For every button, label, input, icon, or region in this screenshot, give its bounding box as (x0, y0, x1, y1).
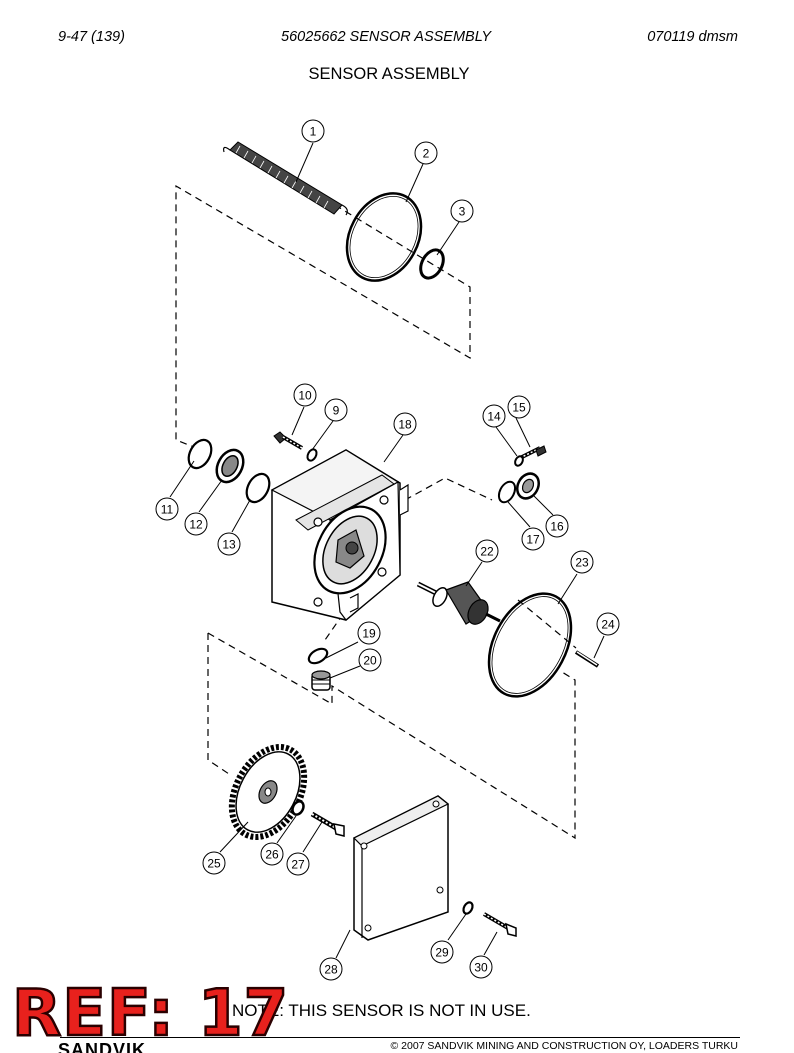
page-title: SENSOR ASSEMBLY (308, 65, 470, 83)
callout-28: 28 (319, 957, 343, 981)
callout-27: 27 (286, 852, 310, 876)
bearing-part (215, 448, 245, 484)
gear-part (228, 744, 308, 840)
sensor-housing (270, 449, 409, 621)
callout-13: 13 (217, 532, 241, 556)
svg-text:23: 23 (575, 556, 589, 570)
callout-14: 14 (482, 404, 506, 428)
svg-text:11: 11 (161, 503, 174, 517)
part-title: 56025662 SENSOR ASSEMBLY (281, 29, 492, 45)
svg-text:13: 13 (222, 538, 236, 552)
callout-3: 3 (450, 199, 474, 223)
washer-small-right (514, 455, 524, 467)
footer-divider (60, 1037, 740, 1038)
svg-text:26: 26 (265, 848, 279, 862)
svg-text:25: 25 (207, 857, 221, 871)
callout-10: 10 (293, 383, 317, 407)
svg-text:24: 24 (601, 618, 615, 632)
svg-text:28: 28 (324, 963, 338, 977)
svg-text:17: 17 (526, 533, 540, 547)
svg-text:22: 22 (480, 545, 494, 559)
screw-small-right (519, 445, 547, 460)
svg-text:10: 10 (298, 389, 312, 403)
svg-text:27: 27 (291, 858, 305, 872)
svg-text:14: 14 (487, 410, 501, 424)
callout-30: 30 (469, 955, 493, 979)
callout-1: 1 (301, 119, 325, 143)
callout-22: 22 (475, 539, 499, 563)
callout-15: 15 (507, 395, 531, 419)
screw-small (273, 431, 304, 450)
callout-18: 18 (393, 412, 417, 436)
svg-text:1: 1 (310, 125, 317, 139)
copyright-text: © 2007 SANDVIK MINING AND CONSTRUCTION O… (390, 1040, 738, 1052)
callout-23: 23 (570, 550, 594, 574)
svg-text:19: 19 (362, 627, 376, 641)
leader-lines (169, 142, 605, 959)
plug-part (311, 670, 331, 691)
svg-text:2: 2 (423, 147, 430, 161)
svg-text:15: 15 (512, 401, 526, 415)
svg-text:12: 12 (189, 518, 203, 532)
svg-text:18: 18 (398, 418, 412, 432)
callout-12: 12 (184, 512, 208, 536)
o-ring-large (345, 192, 423, 282)
screw-gear (310, 811, 345, 837)
cover-plate (352, 795, 450, 941)
seal-ring (307, 647, 329, 665)
washer-small (306, 448, 318, 462)
callout-26: 26 (260, 842, 284, 866)
bushing-part (516, 472, 540, 500)
svg-text:30: 30 (474, 961, 488, 975)
svg-text:3: 3 (459, 205, 466, 219)
usage-note: NOTE: THIS SENSOR IS NOT IN USE. (232, 1001, 531, 1020)
svg-text:29: 29 (435, 946, 449, 960)
brand-logo: SANDVIK (58, 1040, 147, 1053)
callout-9: 9 (324, 398, 348, 422)
callout-29: 29 (430, 940, 454, 964)
callout-20: 20 (358, 648, 382, 672)
document-code: 070119 dmsm (647, 29, 738, 45)
washer-cover (462, 901, 474, 915)
callout-24: 24 (596, 612, 620, 636)
reference-stamp: REF: 17 (11, 977, 290, 1051)
snap-ring (419, 248, 445, 280)
callout-11: 11 (155, 497, 179, 521)
shaft-assembly (416, 581, 501, 625)
svg-text:16: 16 (550, 520, 564, 534)
o-ring-small-right (497, 480, 517, 504)
spring-part (223, 141, 348, 216)
callout-2: 2 (414, 141, 438, 165)
washer-gear (291, 800, 305, 816)
retaining-ring-right (245, 472, 271, 504)
svg-text:20: 20 (363, 654, 377, 668)
callout-25: 25 (202, 851, 226, 875)
callout-17: 17 (521, 527, 545, 551)
page-reference: 9-47 (139) (58, 29, 125, 45)
screw-cover (482, 912, 517, 937)
o-ring-medium (487, 592, 573, 698)
svg-text:9: 9 (333, 404, 340, 418)
assembly-lines (175, 184, 577, 840)
callout-19: 19 (357, 621, 381, 645)
callout-16: 16 (545, 514, 569, 538)
retaining-ring-left (187, 438, 213, 470)
